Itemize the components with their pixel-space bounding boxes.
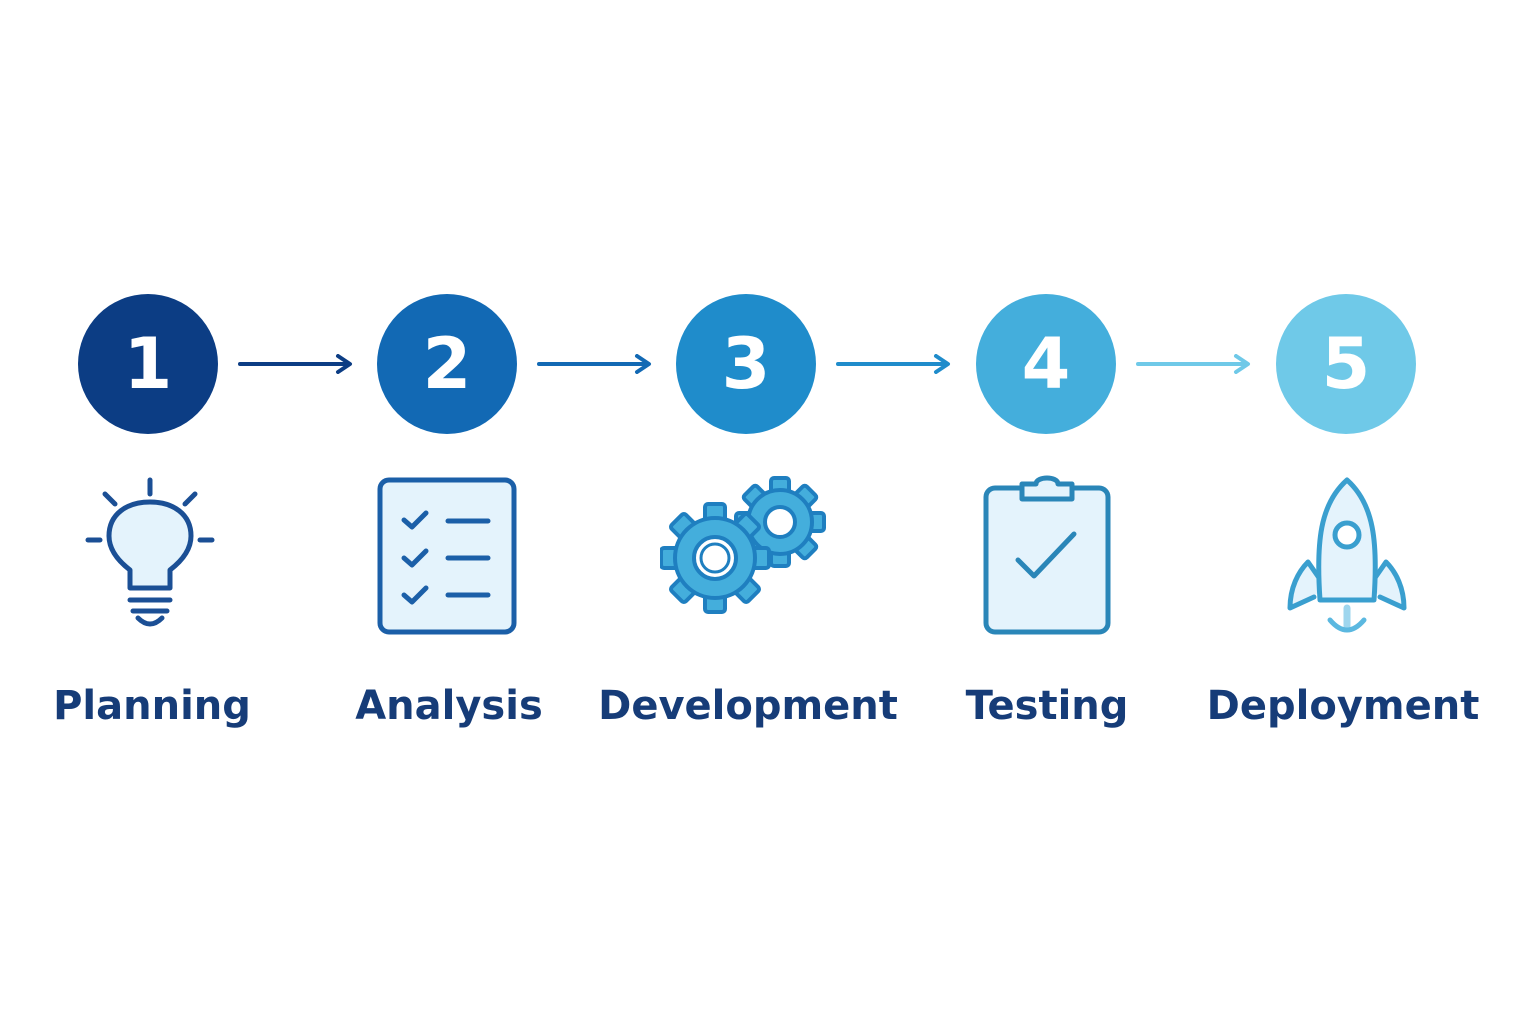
step-5-label: Deployment — [1206, 683, 1480, 729]
step-4-circle: 4 — [976, 294, 1116, 434]
step-1-label: Planning — [53, 683, 251, 729]
step-3-circle: 3 — [676, 294, 816, 434]
clipboard-check-icon — [983, 475, 1111, 635]
step-2-label: Analysis — [355, 683, 543, 729]
step-5-circle: 5 — [1276, 294, 1416, 434]
arrow-4-to-5 — [1136, 354, 1250, 374]
arrow-1-to-2 — [238, 354, 352, 374]
gears-icon — [660, 476, 826, 614]
step-2-number: 2 — [422, 323, 472, 405]
arrow-3-to-4 — [836, 354, 950, 374]
step-4-number: 4 — [1021, 323, 1071, 405]
arrow-2-to-3 — [537, 354, 651, 374]
step-1-number: 1 — [123, 323, 173, 405]
step-4-label: Testing — [965, 683, 1129, 729]
lightbulb-icon — [85, 477, 215, 627]
step-2-circle: 2 — [377, 294, 517, 434]
checklist-icon — [377, 477, 517, 635]
step-3-number: 3 — [721, 323, 771, 405]
step-1-circle: 1 — [78, 294, 218, 434]
step-5-number: 5 — [1321, 323, 1371, 405]
rocket-icon — [1287, 477, 1407, 633]
step-3-label: Development — [598, 683, 898, 729]
